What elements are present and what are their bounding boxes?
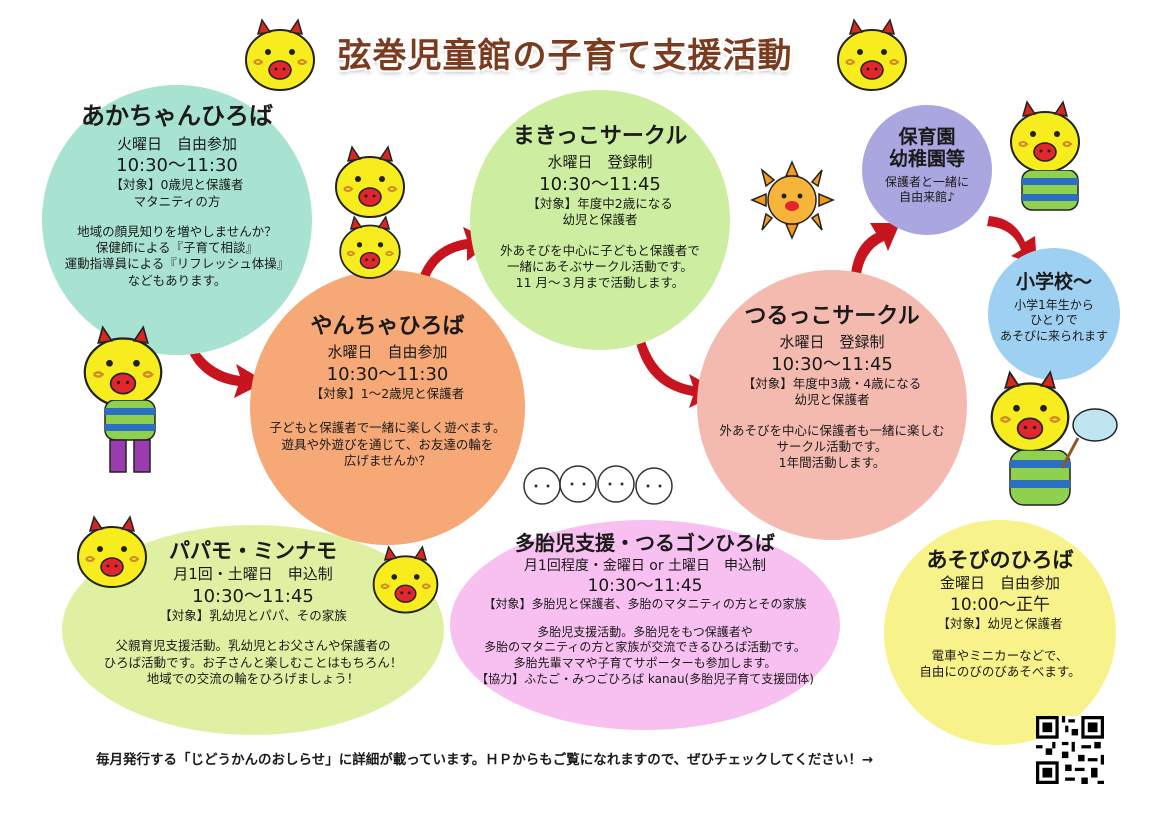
mascot-dragon-icon xyxy=(245,19,315,91)
mascot-dragon-icon xyxy=(372,545,439,614)
mascot-body-icon xyxy=(104,400,156,473)
shougakkou-circle: 小学校〜 小学1年生から ひとりで あそびに来られます xyxy=(988,248,1120,380)
akachan-desc-line: 運動指導員による『リフレッシュ体操』 xyxy=(64,256,290,272)
makikko-desc-line: 外あそびを中心に子どもと保護者で xyxy=(500,242,700,258)
mascot-body-icon xyxy=(1009,450,1071,506)
papamo-desc-line: 地域での交流の輪をひろげましょう！ xyxy=(146,670,360,686)
asobi-time: 10:00〜正午 xyxy=(950,594,1050,615)
akachan-title: あかちゃんひろば xyxy=(81,102,273,130)
yancha-desc-line: 子どもと保護者で一緒に楽しく遊べます。 xyxy=(269,420,506,436)
papamo-title: パパモ・ミンナモ xyxy=(169,539,337,563)
footer-note: 毎月発行する「じどうかんのおしらせ」に詳細が載っています。ＨＰからもご覧になれま… xyxy=(96,752,874,768)
makikko-desc-line: 一緒にあそぶサークル活動です。 xyxy=(507,258,693,274)
asobi-target: 【対象】幼児と保護者 xyxy=(937,615,1063,631)
tatai-schedule: 月1回程度・金曜日 or 土曜日 申込制 xyxy=(523,558,767,574)
makikko-circle: まきっこサークル 水曜日 登録制 10:30〜11:45 【対象】年度中2歳にな… xyxy=(470,90,730,350)
tatai-circle: 多胎児支援・つるゴンひろば 月1回程度・金曜日 or 土曜日 申込制 10:30… xyxy=(450,520,840,730)
mascot-dragon-icon xyxy=(837,19,907,91)
tsurukko-desc-line: 1年間活動します。 xyxy=(778,455,886,471)
akachan-desc-line: などもあります。 xyxy=(127,272,227,288)
yancha-schedule: 水曜日 自由参加 xyxy=(327,343,448,362)
tatai-desc-line: 多胎先輩ママや子育てサポーターも参加します。 xyxy=(513,656,777,671)
tsurukko-circle: つるっこサークル 水曜日 登録制 10:30〜11:45 【対象】年度中3歳・4… xyxy=(697,270,967,540)
shougakkou-title: 小学校〜 xyxy=(1015,271,1092,293)
shougakkou-desc-line: ひとりで xyxy=(1030,313,1078,328)
asobi-desc-line: 電車やミニカーなどで、 xyxy=(931,647,1069,663)
shougakkou-desc-line: 小学1年生から xyxy=(1014,297,1094,312)
papamo-desc-line: 父親育児支援活動。乳幼児とお父さんや保護者の xyxy=(115,638,391,654)
hoiku-desc-line: 自由来館♪ xyxy=(899,190,955,205)
hoiku-title-1: 保育園 xyxy=(898,126,956,148)
sun-icon xyxy=(750,160,835,240)
akachan-desc-line: 保健師による『子育て相談』 xyxy=(95,240,259,256)
yancha-target: 【対象】1〜2歳児と保護者 xyxy=(310,386,465,402)
makikko-schedule: 水曜日 登録制 xyxy=(547,153,653,172)
makikko-desc-line: 11 月〜３月まで活動します。 xyxy=(515,275,685,291)
akachan-schedule: 火曜日 自由参加 xyxy=(116,134,237,153)
hoikuen-circle: 保育園 幼稚園等 保護者と一緒に 自由来館♪ xyxy=(862,105,992,235)
arrow-icon xyxy=(850,223,900,283)
asobi-schedule: 金曜日 自由参加 xyxy=(939,574,1060,593)
hoiku-title-2: 幼稚園等 xyxy=(888,147,965,170)
akachan-target: 【対象】0歳児と保護者 xyxy=(110,177,244,193)
tatai-desc-line: 多胎児支援活動。多胎児をもつ保護者や xyxy=(537,624,753,639)
tsurukko-schedule: 水曜日 登録制 xyxy=(779,333,885,352)
net-icon xyxy=(1060,408,1118,469)
makikko-title: まきっこサークル xyxy=(512,124,688,149)
tsurukko-time: 10:30〜11:45 xyxy=(771,353,893,375)
tatai-title: 多胎児支援・つるゴンひろば xyxy=(515,531,775,555)
mascot-body-icon xyxy=(1021,170,1079,211)
papamo-time: 10:30〜11:45 xyxy=(192,585,314,607)
mascot-dragon-icon xyxy=(335,146,405,218)
tatai-desc-line: 多胎のマタニティの方と家族が交流できるひろば活動です。 xyxy=(484,640,806,655)
arrow-icon xyxy=(182,328,266,398)
mascot-dragon-icon xyxy=(1010,101,1080,173)
makikko-target2: 幼児と保護者 xyxy=(562,212,638,228)
page-title: 弦巻児童館の子育て支援活動 xyxy=(337,36,793,76)
papamo-schedule: 月1回・土曜日 申込制 xyxy=(173,565,333,584)
tsurukko-target: 【対象】年度中3歳・4歳になる xyxy=(742,376,922,392)
asobi-title: あそびのひろば xyxy=(926,548,1074,572)
tsurukko-desc-line: サークル活動です。 xyxy=(776,438,888,454)
makikko-target: 【対象】年度中2歳になる xyxy=(527,196,673,212)
papamo-desc-line: ひろば活動です。お子さんと楽しむことはもちろん！ xyxy=(103,654,403,670)
akachan-desc-line: 地域の顔見知りを増やしませんか？ xyxy=(77,223,277,239)
tsurukko-desc-line: 外あそびを中心に保護者も一緒に楽しむ xyxy=(719,422,945,438)
hoiku-desc-line: 保護者と一緒に xyxy=(884,174,969,189)
shougakkou-desc-line: あそびに来られます xyxy=(999,329,1108,344)
asobi-hiroba-circle: あそびのひろば 金曜日 自由参加 10:00〜正午 【対象】幼児と保護者 電車や… xyxy=(884,520,1116,745)
mascot-dragon-icon xyxy=(77,516,147,588)
papamo-target: 【対象】乳幼児とパパ、その家族 xyxy=(159,608,347,624)
akachan-target2: マタニティの方 xyxy=(133,193,221,209)
yancha-time: 10:30〜11:30 xyxy=(326,363,449,385)
mascot-dragon-icon xyxy=(339,215,401,279)
tatai-target: 【対象】多胎児と保護者、多胎のマタニティの方とその家族 xyxy=(483,597,807,612)
yancha-hiroba-circle: やんちゃひろば 水曜日 自由参加 10:30〜11:30 【対象】1〜2歳児と保… xyxy=(250,270,525,545)
akachan-hiroba-circle: あかちゃんひろば 火曜日 自由参加 10:30〜11:30 【対象】0歳児と保護… xyxy=(42,85,312,355)
babies-icon xyxy=(523,465,673,505)
tsurukko-title: つるっこサークル xyxy=(744,304,920,329)
tatai-cooperation: 【協力】ふたご・みつごひろば kanau(多胎児子育て支援団体) xyxy=(476,671,814,686)
tsurukko-target2: 幼児と保護者 xyxy=(794,392,870,408)
tatai-time: 10:30〜11:45 xyxy=(587,576,703,597)
yancha-desc-line: 遊具や外遊びを通じて、お友達の輪を xyxy=(281,436,494,452)
yancha-desc-line: 広げませんか？ xyxy=(343,452,432,468)
qr-code-icon[interactable] xyxy=(1036,716,1104,784)
yancha-title: やんちゃひろば xyxy=(310,314,465,339)
makikko-time: 10:30〜11:45 xyxy=(539,173,661,195)
asobi-desc-line: 自由にのびのびあそべます。 xyxy=(919,664,1081,680)
akachan-time: 10:30〜11:30 xyxy=(116,155,238,177)
